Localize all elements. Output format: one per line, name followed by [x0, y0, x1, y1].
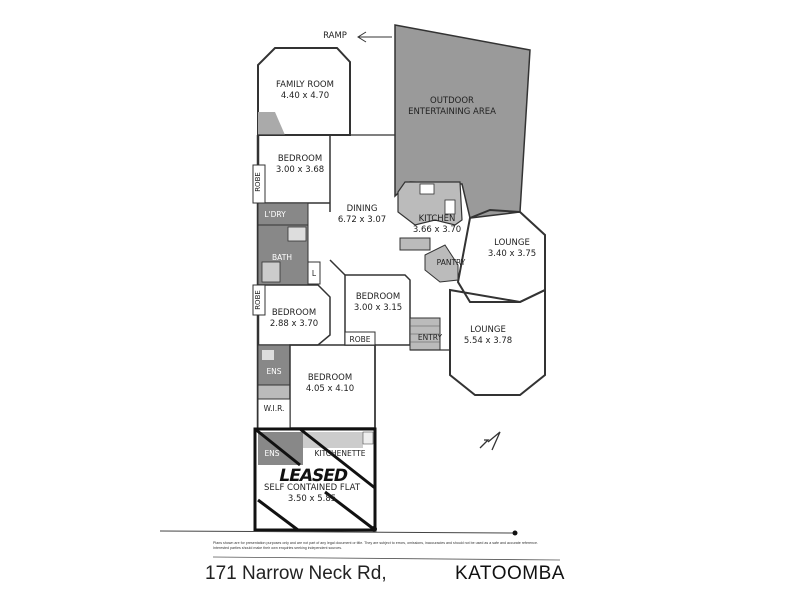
- family-room-grey: [258, 112, 285, 135]
- dining-name: DINING: [346, 204, 378, 214]
- family-room-name: FAMILY ROOM: [276, 80, 334, 90]
- kitchenette-name: KITCHENETTE: [314, 449, 366, 458]
- flat-ens-name: ENS: [264, 449, 280, 458]
- entry-name: ENTRY: [417, 333, 443, 342]
- lounge2-name: LOUNGE: [470, 325, 506, 335]
- ens-name: ENS: [266, 367, 282, 376]
- outdoor-name-2: ENTERTAINING AREA: [408, 107, 496, 117]
- bedroom3-size: 3.00 x 3.15: [353, 303, 403, 313]
- kitchen-size: 3.66 x 3.70: [412, 225, 462, 235]
- laundry-name: L'DRY: [264, 210, 286, 219]
- robe-label-2: ROBE: [253, 290, 262, 310]
- bath-name: BATH: [272, 253, 292, 262]
- family-room-size: 4.40 x 4.70: [280, 91, 330, 101]
- wir-name: W.I.R.: [263, 404, 285, 413]
- bedroom3-name: BEDROOM: [355, 292, 401, 302]
- robe-label-3: ROBE: [349, 335, 371, 344]
- l-mark: L: [311, 269, 317, 278]
- suburb-text: KATOOMBA: [455, 563, 565, 584]
- bedroom1-name: BEDROOM: [277, 154, 323, 164]
- bedroom1-size: 3.00 x 3.68: [275, 165, 325, 175]
- dining-size: 6.72 x 3.07: [337, 215, 387, 225]
- lounge1-name: LOUNGE: [494, 238, 530, 248]
- lounge1-size: 3.40 x 3.75: [487, 249, 537, 259]
- bedroom2-name: BEDROOM: [271, 308, 317, 318]
- robe-label-1: ROBE: [253, 172, 262, 192]
- address-text: 171 Narrow Neck Rd,: [205, 563, 387, 584]
- north-arrow-icon: [479, 431, 501, 451]
- lounge2-size: 5.54 x 3.78: [463, 336, 513, 346]
- bedroom2-size: 2.88 x 3.70: [269, 319, 319, 329]
- ramp-label: RAMP: [323, 31, 347, 41]
- bedroom4-name: BEDROOM: [307, 373, 353, 383]
- flat-size: 3.50 x 5.85: [287, 494, 337, 504]
- flat-name: SELF CONTAINED FLAT: [263, 483, 361, 493]
- kitchen-name: KITCHEN: [418, 214, 456, 224]
- disclaimer-text: Plans shown are for presentation purpose…: [213, 541, 538, 550]
- outdoor-name: OUTDOOR: [430, 96, 474, 106]
- pantry-name: PANTRY: [436, 258, 466, 267]
- bedroom4-size: 4.05 x 4.10: [305, 384, 355, 394]
